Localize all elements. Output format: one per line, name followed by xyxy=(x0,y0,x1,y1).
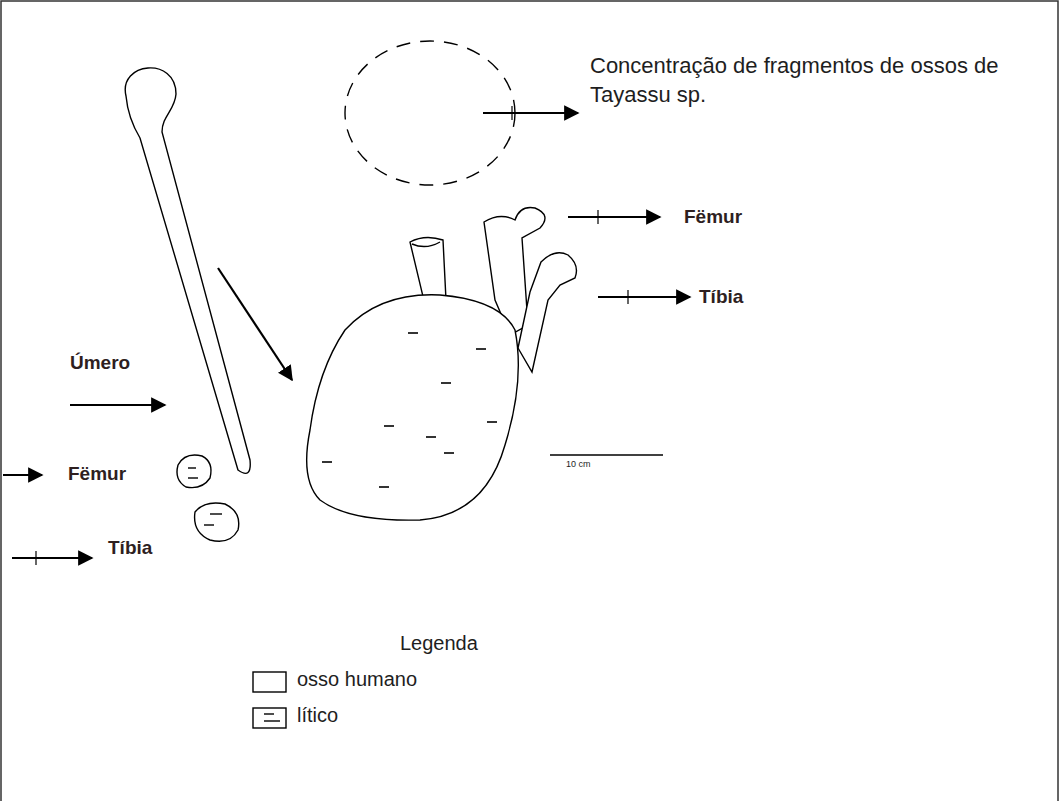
bone-label: Tíbia xyxy=(108,537,152,559)
legend-sample xyxy=(253,708,286,728)
legend-sample xyxy=(253,672,286,692)
fauna-note: Concentração de fragmentos de ossos de T… xyxy=(590,52,1060,109)
lithic-small xyxy=(195,503,239,541)
bone-label: Úmero xyxy=(70,352,130,374)
bone-label: Tíbia xyxy=(699,286,743,308)
legend-text: osso humano xyxy=(297,668,417,691)
scale-bar xyxy=(550,454,663,456)
bone-label: Fëmur xyxy=(68,463,126,485)
scale-label: 10 cm xyxy=(566,459,591,469)
bone-label: Fëmur xyxy=(684,206,742,228)
humerus-bone xyxy=(125,68,250,473)
legend-text: lítico xyxy=(297,704,338,727)
lithic-small xyxy=(177,455,211,488)
tibia-bone xyxy=(518,253,576,372)
lithic-block xyxy=(307,295,519,520)
bone-end xyxy=(412,242,440,247)
legend-heading: Legenda xyxy=(400,632,478,655)
